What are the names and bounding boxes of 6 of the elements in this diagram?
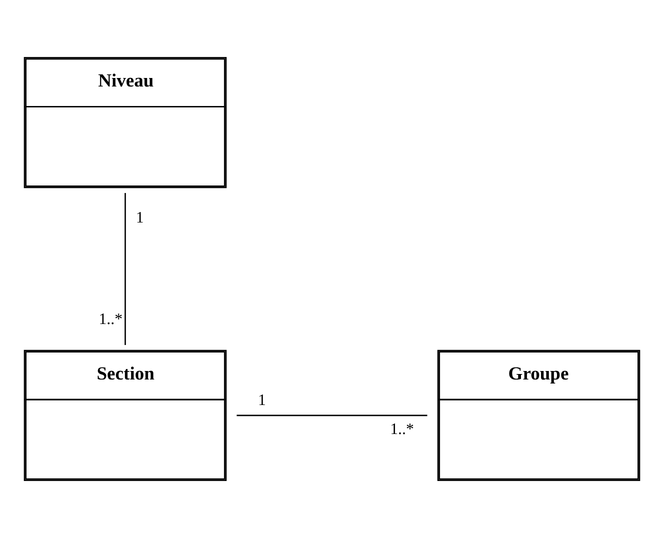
- connector: [124, 193, 126, 345]
- label: 1: [258, 392, 266, 409]
- label: 1: [136, 209, 144, 226]
- label: 1..*: [390, 421, 414, 438]
- label: 1..*: [98, 310, 123, 328]
- connector: [236, 414, 428, 416]
